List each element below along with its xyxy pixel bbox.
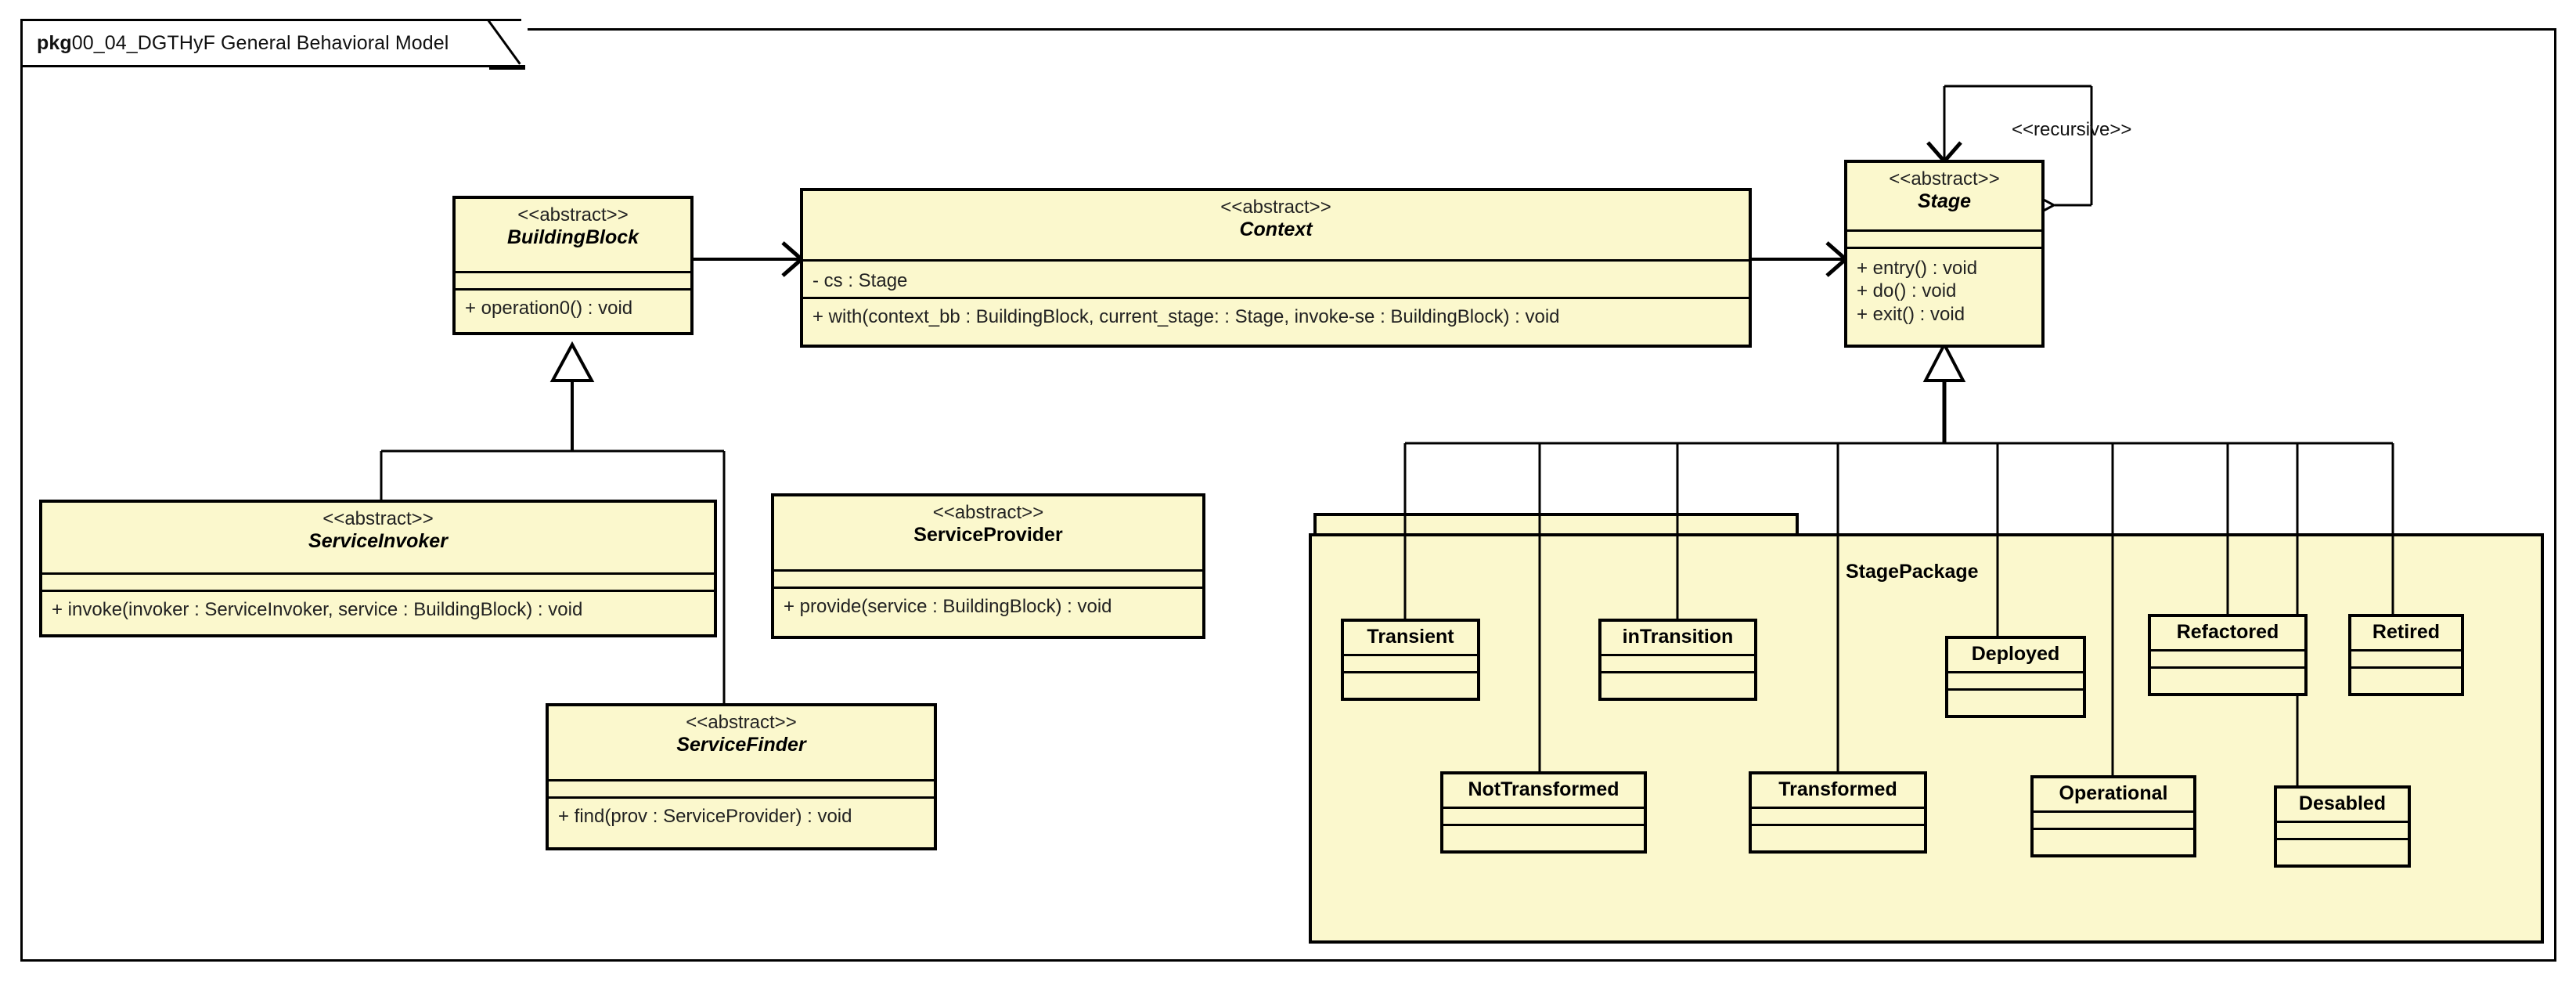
operation: + invoke(invoker : ServiceInvoker, servi… [52, 599, 583, 620]
class-attributes [1752, 809, 1924, 826]
class-operations [2277, 840, 2408, 857]
class-retired[interactable]: Retired [2348, 614, 2464, 696]
class-attributes-service-invoker [42, 575, 714, 592]
class-name: NotTransformed [1443, 774, 1644, 809]
operation: + entry() : void [1857, 258, 1978, 279]
class-attributes-stage [1847, 232, 2041, 249]
class-attributes [2351, 652, 2461, 669]
class-name: Retired [2351, 617, 2461, 652]
class-stereotype: <<abstract>> [322, 508, 434, 529]
operation: + exit() : void [1857, 303, 1965, 325]
diagram-frame-tab: pkg00_04_DGTHyF General Behavioral Model [20, 19, 521, 67]
class-name: ServiceInvoker [308, 529, 448, 552]
class-operations [1443, 826, 1644, 843]
class-service-finder[interactable]: <<abstract>> ServiceFinder + find(prov :… [546, 703, 937, 850]
operation: + find(prov : ServiceProvider) : void [558, 806, 852, 827]
class-operations [2034, 830, 2193, 847]
frame-title-text: 00_04_DGTHyF General Behavioral Model [71, 31, 449, 54]
class-service-invoker[interactable]: <<abstract>> ServiceInvoker + invoke(inv… [39, 500, 717, 637]
class-header-context: <<abstract>> Context [803, 191, 1749, 262]
class-header-building-block: <<abstract>> BuildingBlock [456, 199, 690, 273]
frame-keyword: pkg [37, 31, 72, 54]
class-attributes [2277, 823, 2408, 840]
operation: + operation0() : void [465, 298, 633, 319]
class-name: Transformed [1752, 774, 1924, 809]
class-context[interactable]: <<abstract>> Context - cs : Stage + with… [800, 188, 1752, 348]
class-attributes-service-provider [774, 572, 1202, 589]
class-transformed[interactable]: Transformed [1749, 771, 1927, 854]
class-stage[interactable]: <<abstract>> Stage + entry() : void + do… [1844, 160, 2045, 348]
class-name: Stage [1917, 189, 1972, 212]
class-operations [2151, 669, 2304, 686]
class-operations [1948, 691, 2083, 708]
class-attributes [2034, 813, 2193, 830]
class-operations-building-block: + operation0() : void [456, 291, 690, 326]
operation: + with(context_bb : BuildingBlock, curre… [812, 306, 1560, 327]
class-attributes [2151, 652, 2304, 669]
class-operations [1752, 826, 1924, 843]
class-name: Deployed [1948, 639, 2083, 673]
class-header-service-finder: <<abstract>> ServiceFinder [549, 706, 934, 781]
attribute: - cs : Stage [812, 270, 908, 291]
class-attributes-building-block [456, 273, 690, 291]
class-name: Transient [1344, 622, 1477, 656]
class-stereotype: <<abstract>> [1889, 168, 2000, 189]
class-operations-service-finder: + find(prov : ServiceProvider) : void [549, 799, 934, 834]
class-operations [1344, 673, 1477, 691]
class-operations-service-provider: + provide(service : BuildingBlock) : voi… [774, 589, 1202, 624]
class-transient[interactable]: Transient [1341, 619, 1480, 701]
stage-package[interactable] [1309, 533, 2544, 944]
class-attributes [1601, 656, 1754, 673]
class-desabled[interactable]: Desabled [2274, 785, 2411, 868]
class-attributes [1443, 809, 1644, 826]
class-operations [2351, 669, 2461, 686]
operation: + provide(service : BuildingBlock) : voi… [784, 596, 1112, 617]
class-operations [1601, 673, 1754, 691]
class-name: ServiceProvider [913, 523, 1063, 546]
class-deployed[interactable]: Deployed [1945, 636, 2086, 718]
class-operations-stage: + entry() : void + do() : void + exit() … [1847, 249, 2041, 332]
stage-package-name: StagePackage [1846, 561, 1979, 583]
class-name: inTransition [1601, 622, 1754, 656]
class-attributes [1344, 656, 1477, 673]
class-name: Operational [2034, 778, 2193, 813]
class-stereotype: <<abstract>> [1220, 197, 1331, 218]
class-stereotype: <<abstract>> [517, 204, 629, 226]
class-attributes-service-finder [549, 781, 934, 799]
class-header-stage: <<abstract>> Stage [1847, 163, 2041, 232]
frame-title: pkg00_04_DGTHyF General Behavioral Model [37, 32, 449, 55]
operation: + do() : void [1857, 280, 1957, 302]
class-intransition[interactable]: inTransition [1598, 619, 1757, 701]
class-name: BuildingBlock [506, 226, 639, 248]
class-attributes [1948, 673, 2083, 691]
class-stereotype: <<abstract>> [686, 712, 797, 733]
class-header-service-invoker: <<abstract>> ServiceInvoker [42, 503, 714, 575]
class-operations-service-invoker: + invoke(invoker : ServiceInvoker, servi… [42, 592, 714, 627]
class-service-provider[interactable]: <<abstract>> ServiceProvider + provide(s… [771, 493, 1205, 639]
class-name: Refactored [2151, 617, 2304, 652]
class-name: ServiceFinder [676, 733, 806, 756]
class-not-transformed[interactable]: NotTransformed [1440, 771, 1647, 854]
class-name: Context [1239, 218, 1313, 240]
class-building-block[interactable]: <<abstract>> BuildingBlock + operation0(… [452, 196, 694, 335]
class-attributes-context: - cs : Stage [803, 262, 1749, 299]
recursive-edge-label: <<recursive>> [2012, 119, 2132, 140]
class-header-service-provider: <<abstract>> ServiceProvider [774, 496, 1202, 572]
class-operational[interactable]: Operational [2030, 775, 2196, 857]
class-name: Desabled [2277, 789, 2408, 823]
class-operations-context: + with(context_bb : BuildingBlock, curre… [803, 299, 1749, 334]
class-refactored[interactable]: Refactored [2148, 614, 2308, 696]
diagram-frame [20, 28, 2556, 962]
class-stereotype: <<abstract>> [932, 502, 1044, 523]
frame-tab-underline [489, 65, 525, 70]
